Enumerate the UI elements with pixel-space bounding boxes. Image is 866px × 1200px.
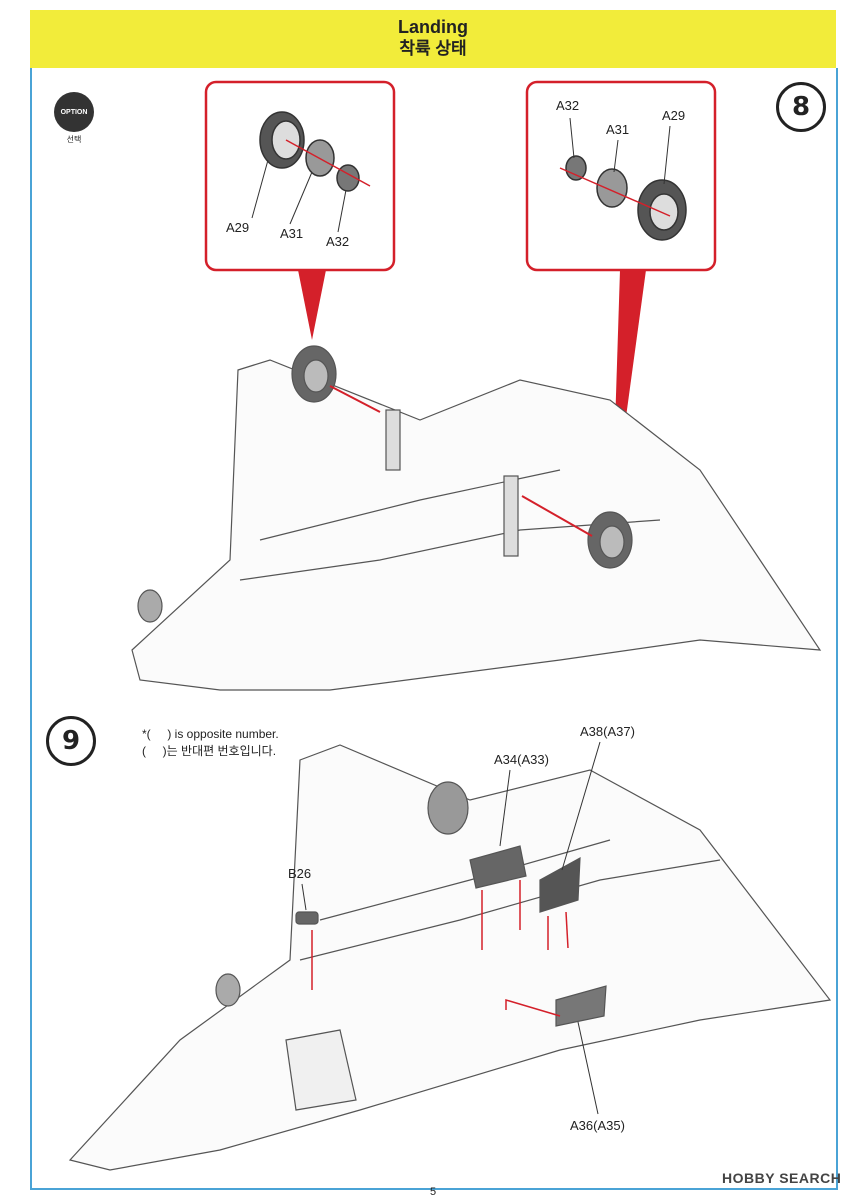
option-badge: OPTION 선택 [52,92,96,145]
left-label-a29: A29 [226,220,250,235]
step-8-number: 8 [776,82,826,132]
left-label-a32: A32 [326,234,350,249]
option-sublabel: 선택 [66,135,82,144]
opposite-number-note: *( ) is opposite number. ( )는 반대편 번호입니다. [142,726,279,760]
label-a34: A34(A33) [494,752,549,767]
label-a36: A36(A35) [570,1118,625,1133]
page-number: 5 [429,1186,437,1198]
watermark-text: HOBBY SEARCH [722,1170,842,1186]
label-a38: A38(A37) [580,724,635,739]
note-line-ko: ( )는 반대편 번호입니다. [142,744,277,758]
right-label-a29: A29 [662,108,686,123]
page-header: Landing 착륙 상태 [30,10,836,68]
left-callout-box [204,80,396,272]
left-label-a31: A31 [280,226,304,241]
title-korean: 착륙 상태 [399,39,467,58]
left-leader-lines [251,159,347,233]
step-8-aircraft [131,345,822,691]
label-b26: B26 [288,866,312,881]
left-callout-pointer [298,270,326,340]
left-wheel-parts [259,111,371,192]
page-frame [30,68,838,1190]
right-label-a31: A31 [606,122,630,137]
right-leader-lines [569,117,671,185]
right-wheel-parts [559,155,687,241]
right-label-a32: A32 [556,98,580,113]
option-icon: OPTION [54,92,94,132]
step-9-leader-lines [301,741,601,1115]
title-english: Landing [398,17,468,37]
step-9-number: 9 [46,716,96,766]
note-line-en: *( ) is opposite number. [142,727,279,741]
step-9-aircraft [68,744,832,1171]
